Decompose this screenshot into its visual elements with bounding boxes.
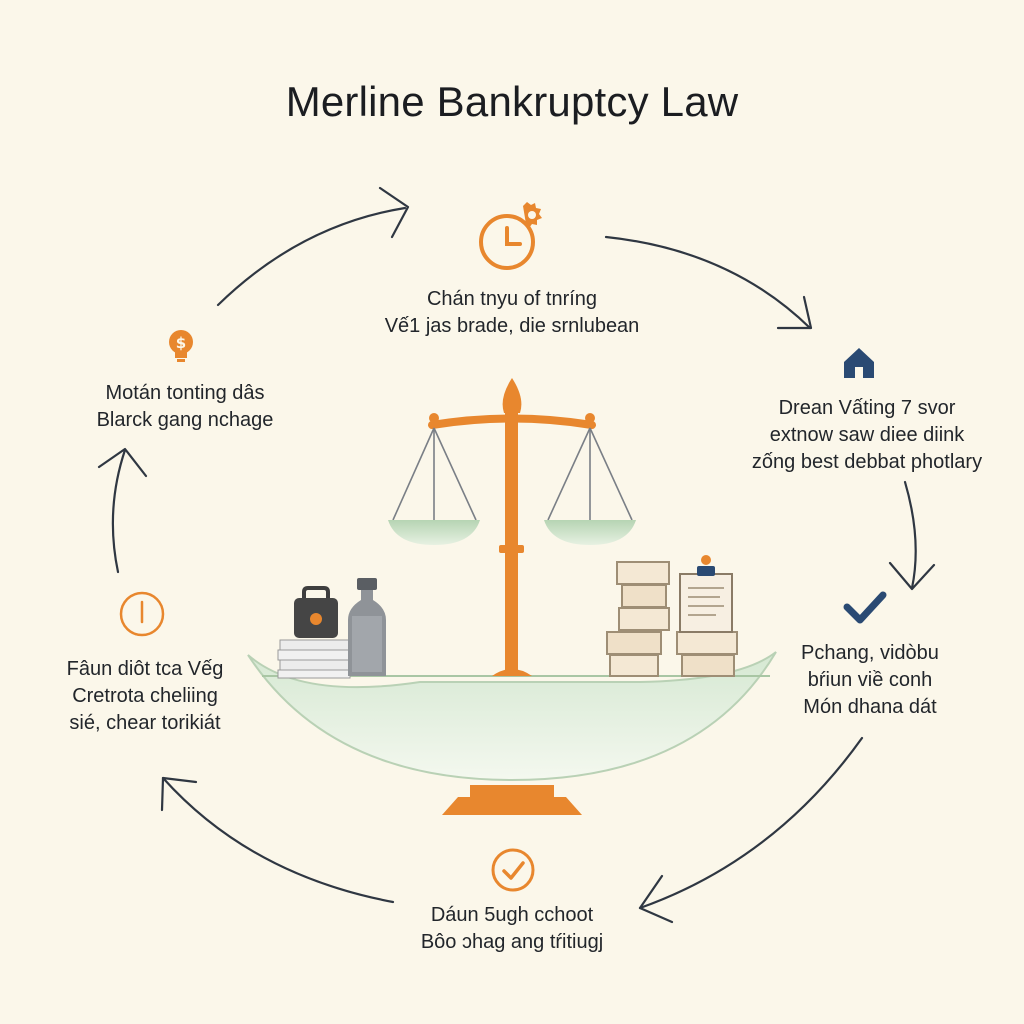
arrowhead (638, 874, 674, 924)
node-line: Pchang, vidòbu (801, 642, 939, 664)
scale-of-justice-icon (388, 378, 636, 676)
node-line: bŕiun viề conh (807, 669, 933, 691)
node-label-left-upper: Motán tonting dâs Blarck gang nchage (70, 380, 300, 434)
books-stack (277, 639, 351, 679)
node-line: extnow saw diee diink (769, 424, 965, 446)
node-line: Fâun diôt tca Vếg (66, 658, 224, 680)
arrowhead (160, 776, 198, 812)
node-label-bottom: Dáun 5ugh cchoot Bôo ɔhag ang tŕitiugj (380, 902, 644, 956)
arrow-left-upper-to-top (216, 206, 407, 307)
node-label-left-lower: Fâun diôt tca Vếg Cretrota cheliing sié,… (30, 656, 260, 737)
arrow-left-lower-to-left-upper (111, 448, 127, 574)
svg-text:$: $ (176, 334, 186, 352)
file-boxes (606, 561, 738, 677)
dollar-bulb-icon: $ (169, 330, 193, 362)
bowl (247, 651, 777, 782)
node-label-right-upper: Drean Vấting 7 svor extnow saw diee diin… (726, 395, 1008, 476)
arrow-right-upper-to-right-lower (903, 480, 917, 590)
node-line: Bôo ɔhag ang tŕitiugj (420, 931, 604, 953)
scale-pan-right (544, 520, 636, 545)
node-line: Món dhana dát (803, 696, 937, 718)
node-line: Dáun 5ugh cchoot (430, 904, 594, 926)
clipboard-icon (679, 555, 733, 633)
diagram-title: Merline Bankruptcy Law (285, 78, 739, 125)
arrow-top-to-right-upper (604, 235, 812, 330)
scale-base (470, 785, 554, 797)
alert-circle-icon (119, 591, 165, 637)
node-line: zống best debbat photlary (751, 451, 983, 473)
node-label-top: Chán tnyu of tnríng Vế1 jas brade, die s… (330, 286, 694, 340)
arrow-right-lower-to-bottom (638, 736, 864, 910)
node-line: Vế1 jas brade, die srnlubean (384, 315, 640, 337)
clock-gear-icon (479, 202, 542, 270)
arrowhead (776, 295, 813, 330)
bottle-icon (348, 578, 386, 676)
node-line: sié, chear torikiát (69, 712, 221, 734)
check-circle-icon (491, 848, 535, 892)
arrowhead (97, 447, 148, 478)
briefcase-icon (294, 586, 338, 638)
house-icon (844, 348, 874, 378)
node-label-right-lower: Pchang, vidòbu bŕiun viề conh Món dhana … (760, 640, 980, 721)
scale-pan-left (388, 520, 480, 545)
node-line: Motán tonting dâs (105, 382, 265, 404)
node-line: Cretrota cheliing (72, 685, 218, 707)
scale-foot (442, 797, 582, 815)
arrowhead (888, 561, 936, 591)
node-line: Drean Vấting 7 svor (778, 397, 956, 419)
arrowhead (378, 186, 410, 239)
arrow-bottom-to-left-lower (161, 776, 395, 904)
node-line: Chán tnyu of tnríng (426, 288, 598, 310)
checkmark-icon (843, 591, 887, 624)
node-line: Blarck gang nchage (96, 409, 274, 431)
